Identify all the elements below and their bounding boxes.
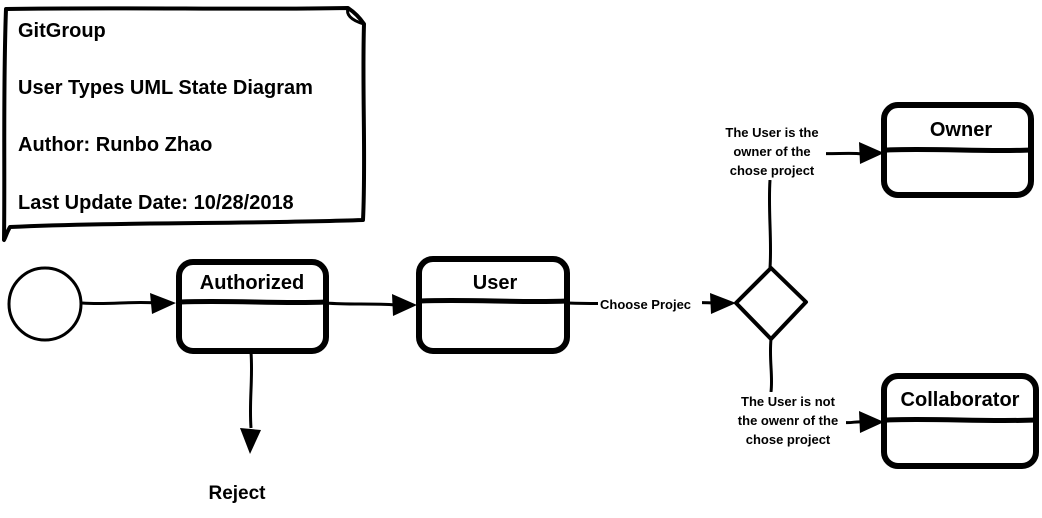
edge-choice-to-owner: The User is the owner of the chose proje… xyxy=(716,124,884,269)
diagram-info-note: GitGroup User Types UML State Diagram Au… xyxy=(2,6,367,242)
note-line-project: GitGroup xyxy=(18,20,106,42)
state-collaborator: Collaborator xyxy=(881,373,1039,469)
state-authorized-title: Authorized xyxy=(200,272,304,294)
state-authorized: Authorized xyxy=(176,259,329,354)
note-line-diagram-title: User Types UML State Diagram xyxy=(18,77,313,99)
reject-label: Reject xyxy=(208,483,266,504)
note-line-author: Author: Runbo Zhao xyxy=(18,134,212,156)
edge-label-owner-line3: chose project xyxy=(730,163,815,178)
choice-node xyxy=(734,266,808,341)
edge-label-collaborator-line2: the owenr of the xyxy=(738,413,838,428)
edge-label-owner-line2: owner of the xyxy=(733,144,810,159)
state-owner: Owner xyxy=(881,102,1034,198)
state-owner-title: Owner xyxy=(930,119,992,141)
state-user-title: User xyxy=(473,272,518,294)
edge-authorized-to-user xyxy=(325,294,417,316)
state-collaborator-title: Collaborator xyxy=(901,389,1020,411)
edge-label-choose-project: Choose Projec xyxy=(600,297,691,312)
edge-label-collaborator-line1: The User is not xyxy=(741,394,836,409)
state-user: User xyxy=(416,256,570,354)
edge-label-owner-line1: The User is the xyxy=(725,125,818,140)
edge-choice-to-collaborator: The User is not the owenr of the chose p… xyxy=(726,338,884,448)
edge-authorized-to-reject xyxy=(240,351,261,454)
edge-user-to-choice: Choose Projec xyxy=(567,293,736,314)
note-line-update-date: Last Update Date: 10/28/2018 xyxy=(18,192,294,214)
edge-label-collaborator-line3: chose project xyxy=(746,432,831,447)
edge-initial-to-authorized xyxy=(81,293,176,314)
initial-state-node xyxy=(7,266,83,342)
